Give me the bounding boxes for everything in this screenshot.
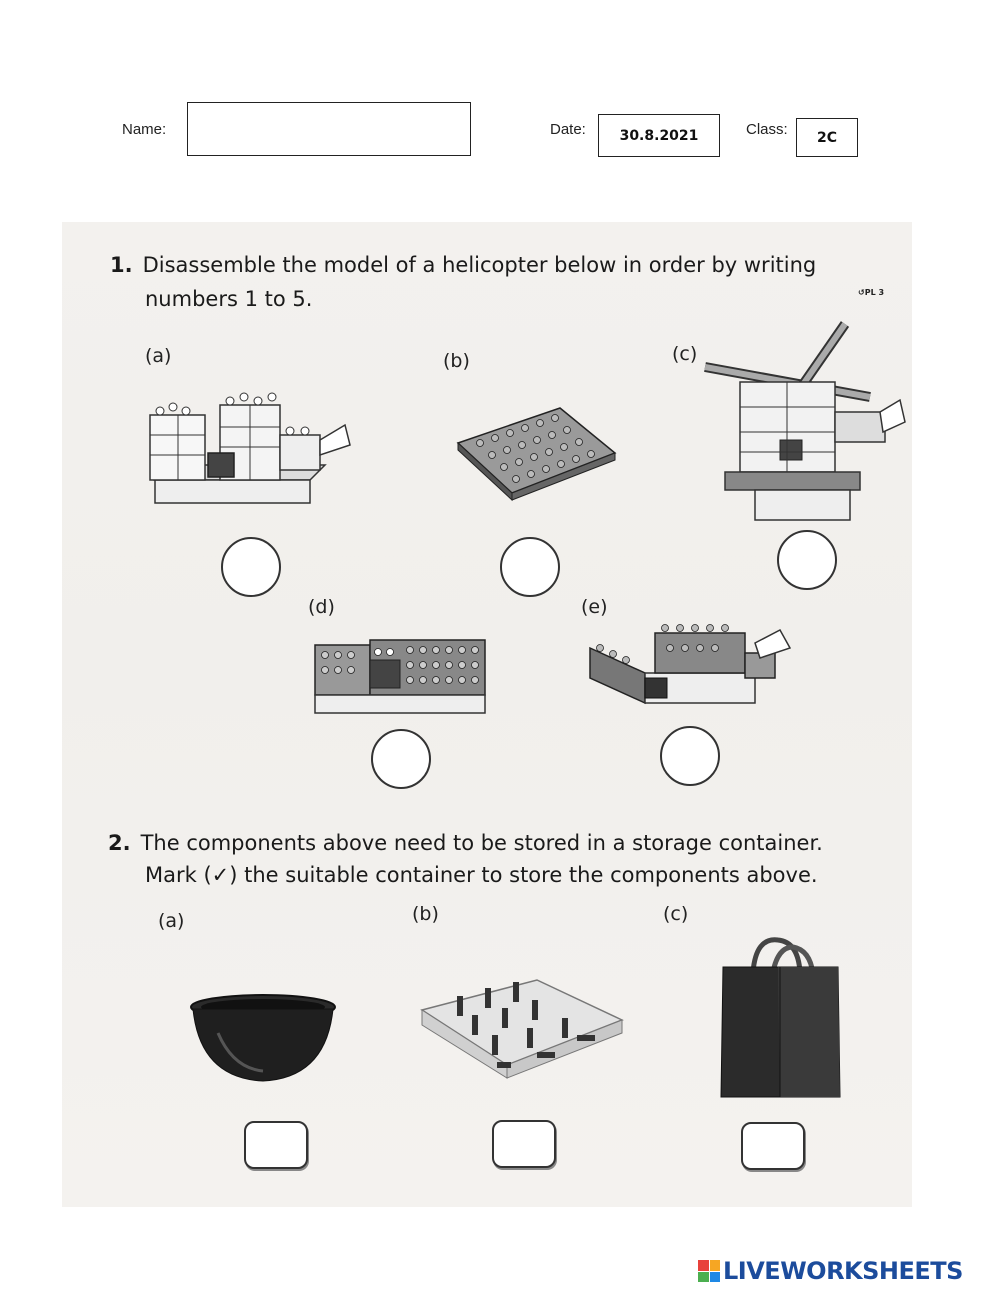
lego-model-e-image (589, 624, 792, 705)
paper-bag-image (720, 937, 841, 1098)
liveworksheets-logo-icon (698, 1260, 720, 1282)
q1-option-c-label: (c) (672, 343, 698, 365)
bowl-image (190, 994, 336, 1082)
q1-answer-circle-c[interactable] (777, 530, 837, 590)
pl-tag: ↺PL 3 (858, 288, 884, 297)
logo-square (698, 1271, 709, 1282)
lego-model-d-image (314, 639, 486, 714)
question-1-line-2: numbers 1 to 5. (145, 287, 313, 311)
liveworksheets-logo-text: LIVEWORKSHEETS (723, 1257, 963, 1285)
logo-square (698, 1260, 709, 1271)
lego-model-b-image (456, 407, 617, 502)
q1-option-e-label: (e) (581, 596, 608, 618)
q1-answer-circle-e[interactable] (660, 726, 720, 786)
liveworksheets-logo: LIVEWORKSHEETS (698, 1257, 994, 1285)
name-field[interactable] (187, 102, 471, 156)
lego-model-a-image (149, 392, 351, 504)
q2-option-a-label: (a) (158, 910, 185, 932)
class-label: Class: (746, 121, 788, 138)
q2-checkbox-c[interactable] (741, 1122, 805, 1170)
q1-option-d-label: (d) (308, 596, 335, 618)
name-label: Name: (122, 121, 167, 138)
question-1-number: 1. (110, 253, 133, 277)
date-field[interactable]: 30.8.2021 (598, 114, 720, 157)
q2-option-c-label: (c) (663, 903, 689, 925)
question-2-line-1: 2. The components above need to be stored… (108, 828, 823, 858)
pl-tag-text: PL 3 (864, 288, 885, 297)
q1-answer-circle-d[interactable] (371, 729, 431, 789)
question-2-line-2: Mark (✓) the suitable container to store… (145, 863, 818, 887)
q1-option-a-label: (a) (145, 345, 172, 367)
q1-answer-circle-a[interactable] (221, 537, 281, 597)
q1-option-b-label: (b) (443, 350, 470, 372)
q2-checkbox-b[interactable] (492, 1120, 556, 1168)
lego-model-c-image (704, 321, 906, 521)
question-2-text: The components above need to be stored i… (140, 831, 823, 855)
question-1-text: Disassemble the model of a helicopter be… (142, 253, 817, 277)
q2-option-b-label: (b) (412, 903, 439, 925)
date-label: Date: (550, 121, 586, 138)
storage-organizer-image (420, 979, 624, 1079)
logo-square (709, 1260, 720, 1271)
question-2-number: 2. (108, 831, 131, 855)
question-1-line-1: 1. Disassemble the model of a helicopter … (110, 250, 816, 280)
logo-square (709, 1271, 720, 1282)
q2-checkbox-a[interactable] (244, 1121, 308, 1169)
class-field[interactable]: 2C (796, 118, 858, 157)
pl-icon: ↺ (858, 288, 865, 297)
q1-answer-circle-b[interactable] (500, 537, 560, 597)
